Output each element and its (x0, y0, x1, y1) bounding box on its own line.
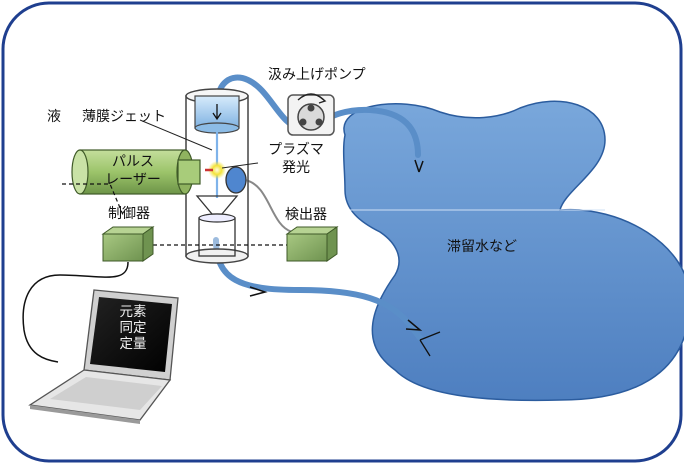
detector-label: 検出器 (285, 207, 327, 223)
detector-cable (244, 179, 293, 233)
detector-icon (285, 226, 339, 262)
return-tube (213, 237, 423, 341)
liquid-label: 液 (47, 109, 61, 125)
jet-leader-line (139, 119, 213, 151)
laser-label-line1: パルス (112, 154, 154, 170)
plasma-label-line1: プラズマ (268, 142, 324, 158)
flow-arrow-icon (249, 286, 268, 297)
pump-label: 汲み上げポンプ (268, 67, 366, 83)
jet-label: 薄膜ジェット (82, 109, 166, 125)
water-label: 滞留水など (447, 239, 517, 255)
screen-line-3: 定量 (119, 335, 147, 352)
laptop-icon (28, 289, 179, 424)
controller-label: 制御器 (108, 206, 150, 222)
screen-line-1: 元素 (119, 304, 147, 320)
outlet-arrow-icon (405, 319, 423, 331)
pump-icon (287, 93, 335, 136)
laser-icon (71, 149, 201, 195)
screen-line-2: 同定 (119, 319, 147, 336)
outlet-spray-icon (419, 331, 441, 357)
water-body (342, 100, 684, 402)
plasma-label-line2: 発光 (282, 160, 310, 176)
intake-arrow-icon (414, 159, 424, 173)
plasma-leader-line (221, 162, 259, 169)
controller-icon (101, 226, 155, 262)
laser-control-line (62, 183, 124, 216)
laptop-cable (22, 261, 129, 363)
laser-label-line2: レーザー (105, 172, 161, 188)
laptop-screen-text: 元素 同定 定量 (108, 304, 158, 353)
